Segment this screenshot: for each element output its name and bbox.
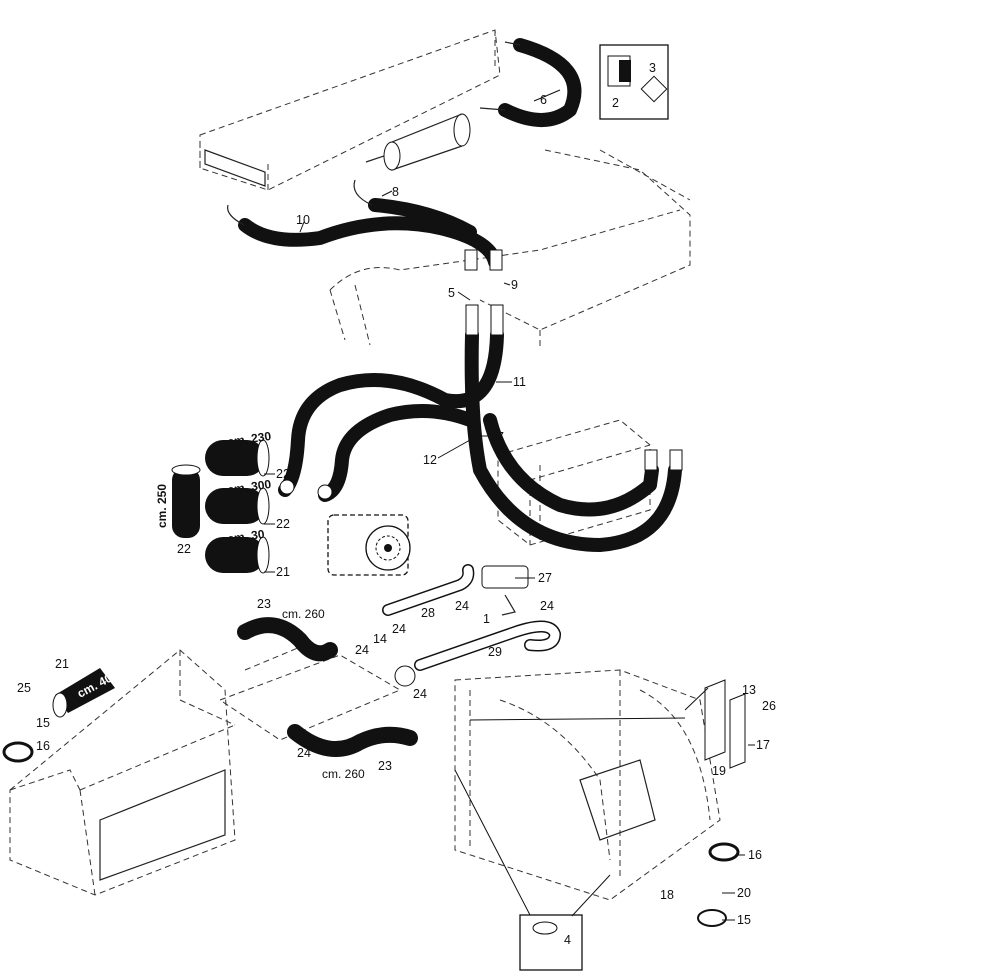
- duct-roll-300: [205, 487, 270, 525]
- callout-5: 5: [448, 286, 455, 300]
- heater-hose-23-top: [237, 617, 338, 662]
- callout-24-e: 24: [413, 687, 427, 701]
- callout-labels: 2 3 6 8 10 5 9 11 7 12 22 22 22 21 27 24…: [17, 61, 776, 947]
- duct-roll-30: [205, 536, 270, 574]
- leader-lines: [264, 89, 755, 921]
- receiver-drier: [365, 113, 471, 171]
- hose-fittings: [279, 249, 683, 500]
- electrical-connector: [704, 679, 746, 769]
- callout-16-b: 16: [748, 848, 762, 862]
- callout-19: 19: [712, 764, 726, 778]
- callout-15-b: 15: [737, 913, 751, 927]
- length-labels: cm. 230 cm. 250 cm. 300 cm. 30 cm. 260 c…: [75, 429, 365, 781]
- length-cm30: cm. 30: [226, 527, 265, 546]
- hose-6: [479, 38, 582, 127]
- callout-14: 14: [373, 632, 387, 646]
- callout-9: 9: [511, 278, 518, 292]
- callout-7: 7: [497, 430, 504, 444]
- drain-outlet-box: [519, 914, 583, 971]
- callout-15-a: 15: [36, 716, 50, 730]
- callout-1: 1: [483, 612, 490, 626]
- callout-3: 3: [649, 61, 656, 75]
- callout-6: 6: [540, 93, 547, 107]
- callout-24-f: 24: [297, 746, 311, 760]
- callout-22-c: 22: [177, 542, 191, 556]
- callout-11: 11: [513, 375, 526, 389]
- callout-8: 8: [392, 185, 399, 199]
- duct-roll-230: [205, 439, 270, 477]
- heater-hose-23-bottom: [287, 724, 418, 757]
- callout-18: 18: [660, 888, 674, 902]
- duct-21-left: [52, 668, 115, 718]
- callout-23-a: 23: [257, 597, 271, 611]
- hose-7: [318, 404, 659, 517]
- callout-13: 13: [742, 683, 756, 697]
- length-cm250: cm. 250: [155, 484, 169, 528]
- length-cm260-a: cm. 260: [282, 607, 325, 621]
- roof-frame-outline: [329, 149, 691, 350]
- callout-17: 17: [756, 738, 770, 752]
- callout-21-b: 21: [55, 657, 69, 671]
- callout-23-b: 23: [378, 759, 392, 773]
- length-cm300: cm. 300: [226, 477, 272, 497]
- callout-4: 4: [564, 933, 571, 947]
- callout-20: 20: [737, 886, 751, 900]
- callout-29: 29: [488, 645, 502, 659]
- callout-25: 25: [17, 681, 31, 695]
- heater-tubes: [382, 564, 562, 687]
- callout-10: 10: [296, 213, 310, 227]
- clamp-rings: [2, 741, 740, 927]
- relay-inset-box: [599, 44, 669, 120]
- callout-26: 26: [762, 699, 776, 713]
- callout-24-d: 24: [355, 643, 369, 657]
- callout-2: 2: [612, 96, 619, 110]
- callout-16-a: 16: [36, 739, 50, 753]
- cab-frame-outline: [454, 669, 721, 901]
- callout-22-b: 22: [276, 517, 290, 531]
- compressor: [327, 514, 411, 576]
- heater-box-outline: [9, 644, 402, 896]
- callout-28: 28: [421, 606, 435, 620]
- callout-24-a: 24: [455, 599, 469, 613]
- callout-22-a: 22: [276, 467, 290, 481]
- length-cm230: cm. 230: [226, 429, 272, 449]
- callout-24-b: 24: [540, 599, 554, 613]
- callout-21-a: 21: [276, 565, 290, 579]
- hose-12: [464, 328, 682, 552]
- callout-27: 27: [538, 571, 552, 585]
- callout-24-c: 24: [392, 622, 406, 636]
- condenser-unit-outline: [199, 29, 501, 191]
- length-cm260-b: cm. 260: [322, 767, 365, 781]
- duct-roll-250: [171, 464, 201, 538]
- callout-12: 12: [423, 453, 437, 467]
- hose-10: [226, 204, 502, 269]
